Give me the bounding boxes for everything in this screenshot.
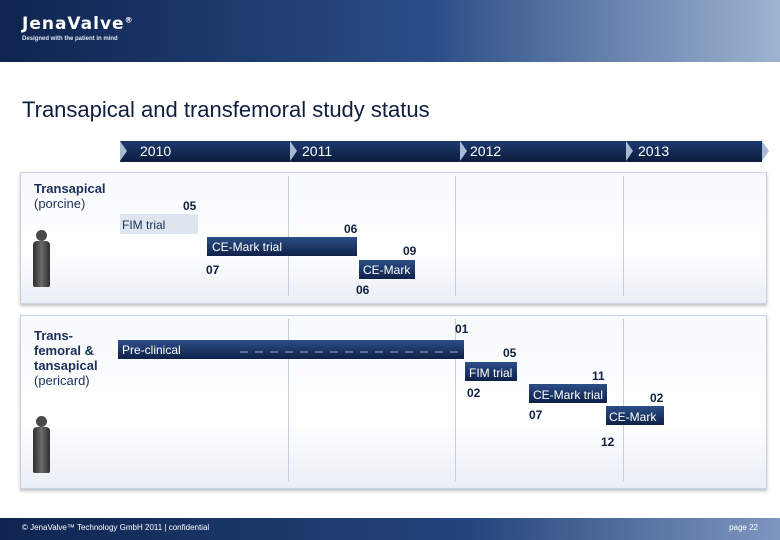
grid-line-2012 [455, 319, 456, 481]
transfemoral-label: Trans- femoral & tansapical (pericard) [34, 328, 98, 388]
grid-line-2011 [288, 176, 289, 296]
pre-clinical-dashes [240, 351, 465, 353]
page-title: Transapical and transfemoral study statu… [22, 97, 430, 122]
header-band [0, 0, 780, 62]
chevron-right-icon [460, 141, 467, 161]
chevron-right-icon [762, 141, 769, 161]
ce-mark-trial-label: CE-Mark trial [212, 240, 283, 254]
grid-line-2013 [623, 176, 624, 296]
chevron-right-icon [290, 141, 297, 161]
transapical-panel [20, 172, 767, 304]
fim-trial-bar [465, 362, 517, 381]
milestone-05: 05 [503, 346, 517, 360]
year-label-2011: 2011 [302, 143, 333, 159]
milestone-06-bottom: 06 [356, 283, 370, 297]
year-label-2013: 2013 [638, 143, 670, 159]
grid-line-2012 [455, 176, 456, 296]
ce-mark-label: CE-Mark [609, 410, 657, 424]
year-label-2012: 2012 [470, 143, 502, 159]
milestone-09: 09 [403, 244, 417, 258]
ce-mark-trial-bar [207, 237, 357, 256]
milestone-12: 12 [601, 435, 615, 449]
ce-mark-label: CE-Mark [363, 263, 411, 277]
company-logo: JenaValve® [22, 14, 134, 34]
year-bar-2010 [120, 141, 290, 162]
company-tagline: Designed with the patient in mind [22, 36, 118, 42]
milestone-02: 02 [467, 386, 481, 400]
ce-mark-trial-bar [529, 384, 607, 403]
pre-clinical-bar [118, 340, 246, 359]
pre-clinical-label: Pre-clinical [122, 343, 181, 357]
ce-mark-bar [359, 260, 415, 279]
person-icon [31, 230, 51, 287]
ce-mark-trial-label: CE-Mark trial [533, 388, 604, 402]
milestone-07: 07 [529, 408, 543, 422]
milestone-01: 01 [455, 322, 469, 336]
grid-line-2013 [623, 319, 624, 481]
milestone-05: 05 [183, 199, 197, 213]
pre-clinical-continuation-bar [246, 340, 464, 359]
year-label-2010: 2010 [140, 143, 172, 159]
fim-trial-label: FIM trial [122, 218, 166, 232]
chevron-right-icon [626, 141, 633, 161]
year-bar-2013 [626, 141, 762, 162]
grid-line-2011 [288, 319, 289, 481]
person-icon [31, 416, 51, 473]
milestone-02-end: 02 [650, 391, 664, 405]
footer-copyright: © JenaValve™ Technology GmbH 2011 | conf… [22, 523, 210, 532]
milestone-11: 11 [592, 369, 605, 383]
fim-trial-label: FIM trial [469, 366, 513, 380]
milestone-07: 07 [206, 263, 220, 277]
fim-trial-bar [120, 214, 198, 234]
year-timeline: 2010 2011 2012 2013 [120, 141, 770, 162]
transapical-label: Transapical (porcine) [34, 181, 106, 211]
year-bar-2011 [290, 141, 460, 162]
page-number: page 22 [729, 523, 758, 532]
ce-mark-bar [606, 406, 664, 425]
chevron-right-icon [120, 141, 127, 161]
footer-band [0, 518, 780, 540]
milestone-06: 06 [344, 222, 358, 236]
year-bar-2012 [460, 141, 626, 162]
